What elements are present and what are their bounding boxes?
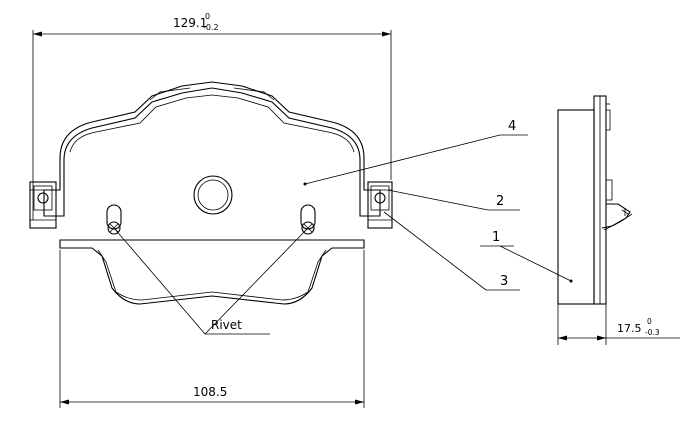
dimension-thickness: 17.5 0 -0.3 xyxy=(557,304,680,345)
callout-1-label: 1 xyxy=(492,230,500,245)
dimension-overall-width: 129.1 0 -0.2 xyxy=(32,12,392,220)
callout-4-label: 4 xyxy=(508,119,516,134)
thickness-lower-tol: -0.3 xyxy=(645,328,660,337)
callout-3: 3 xyxy=(383,211,520,291)
callout-1: 1 xyxy=(480,230,572,282)
rivet-leader: Rivet xyxy=(113,227,309,335)
rivet-label: Rivet xyxy=(211,318,242,332)
rivet-slot-left xyxy=(106,204,122,235)
overall-width-lower-tol: -0.2 xyxy=(203,23,219,32)
friction-pad xyxy=(59,239,365,305)
bottom-width-value: 108.5 xyxy=(193,385,227,399)
thickness-upper-tol: 0 xyxy=(647,317,652,326)
side-view xyxy=(557,95,633,305)
left-clip xyxy=(29,181,57,229)
callout-2: 2 xyxy=(387,189,520,211)
thickness-value: 17.5 xyxy=(617,322,642,335)
center-hole xyxy=(193,175,233,215)
overall-width-value: 129.1 xyxy=(173,16,207,30)
callout-4: 4 xyxy=(303,119,528,186)
right-clip xyxy=(367,181,393,229)
callout-2-label: 2 xyxy=(496,194,504,209)
backing-plate xyxy=(43,81,381,217)
callout-3-label: 3 xyxy=(500,274,508,289)
overall-width-upper-tol: 0 xyxy=(205,12,210,21)
dimension-bottom-width: 108.5 xyxy=(59,250,365,408)
rivet-slot-right xyxy=(300,204,316,235)
